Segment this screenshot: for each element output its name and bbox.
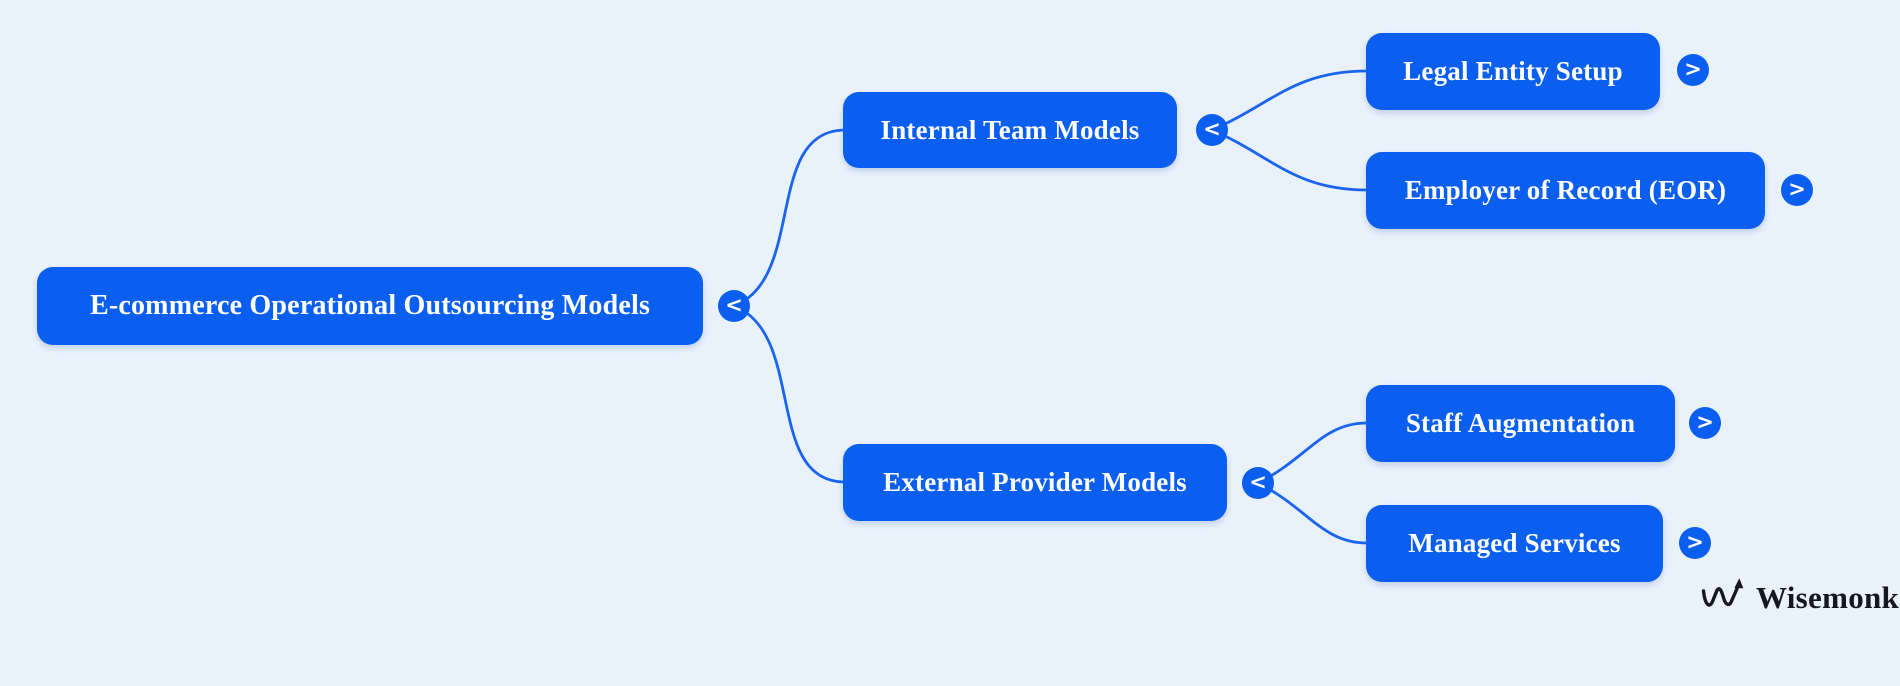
collapse-toggle-root[interactable]: < [718,290,750,322]
node-legal-entity-setup[interactable]: Legal Entity Setup [1366,33,1660,110]
node-root[interactable]: E-commerce Operational Outsourcing Model… [37,267,703,345]
connector-external-managed [1257,481,1368,545]
connector-root-external [733,304,845,484]
node-employer-of-record[interactable]: Employer of Record (EOR) [1366,152,1765,229]
brand-watermark: Wisemonk [1700,577,1899,619]
expand-toggle-employer-of-record[interactable]: > [1781,174,1813,206]
connector-external-staff [1257,421,1368,485]
collapse-toggle-external-provider-models[interactable]: < [1242,467,1274,499]
connector-internal-eor [1211,128,1368,192]
expand-toggle-staff-augmentation[interactable]: > [1689,407,1721,439]
node-staff-augmentation[interactable]: Staff Augmentation [1366,385,1675,462]
node-external-provider-models[interactable]: External Provider Models [843,444,1227,521]
node-internal-team-models[interactable]: Internal Team Models [843,92,1177,168]
brand-name: Wisemonk [1756,580,1900,615]
wisemonk-logo-icon [1701,578,1744,607]
connector-root-internal [733,128,845,308]
expand-toggle-legal-entity-setup[interactable]: > [1677,54,1709,86]
connector-internal-legal [1211,69,1368,132]
expand-toggle-managed-services[interactable]: > [1679,527,1711,559]
collapse-toggle-internal-team-models[interactable]: < [1196,114,1228,146]
node-managed-services[interactable]: Managed Services [1366,505,1663,582]
